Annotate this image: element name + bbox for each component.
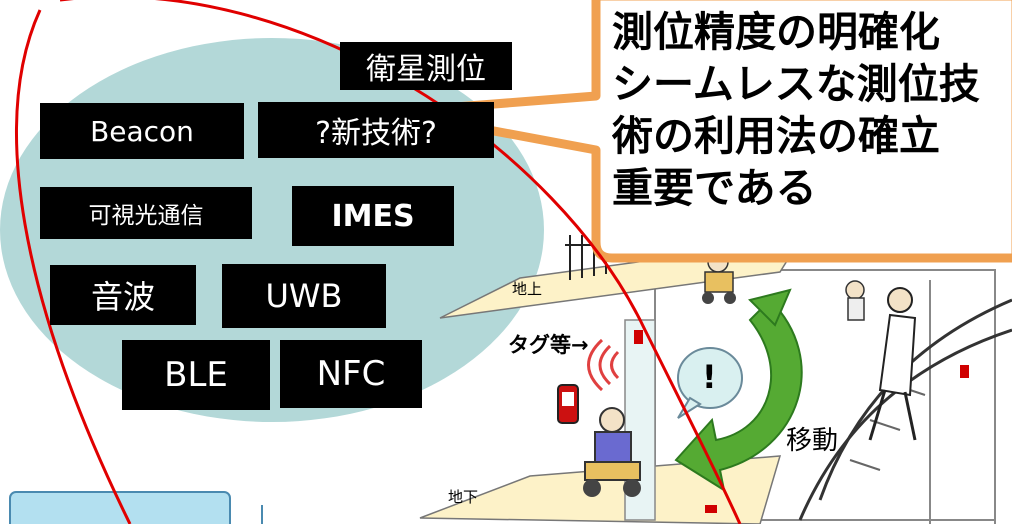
callout-line-3: 術の利用法の確立 [612, 112, 940, 160]
tech-imes: IMES [292, 186, 454, 246]
movement-label: 移動 [786, 426, 839, 456]
callout-text: 測位精度の明確化 シームレスな測位技 術の利用法の確立 重要である [612, 6, 1012, 214]
ground-label: 地上 [512, 280, 543, 298]
red-oval-outline-right [60, 0, 742, 524]
wheelchair-user-lower [557, 384, 641, 497]
tech-ble: BLE [122, 340, 270, 410]
tech-beacon: Beacon [40, 103, 244, 159]
callout-line-2: シームレスな測位技 [612, 60, 980, 108]
building-illustration [419, 235, 1012, 524]
signal-waves [587, 338, 620, 392]
exclamation-mark: ! [702, 358, 717, 396]
tech-new: ?新技術? [258, 102, 494, 158]
tech-nfc: NFC [280, 340, 422, 408]
underground-label: 地下 [448, 488, 479, 506]
bottom-box-left [9, 491, 231, 524]
tech-sound: 音波 [50, 265, 196, 325]
tech-visible-light: 可視光通信 [40, 187, 252, 239]
speech-bubble [677, 347, 743, 409]
red-oval-outline [15, 9, 132, 524]
tech-satellite: 衛星測位 [340, 42, 512, 90]
tag-label: タグ等→ [508, 329, 589, 359]
tech-uwb: UWB [222, 264, 386, 328]
tag-label-text: タグ等 [508, 333, 571, 357]
person-figure [868, 287, 917, 441]
tag-arrow-icon: → [571, 333, 589, 357]
callout-line-1: 測位精度の明確化 [612, 8, 940, 56]
callout-line-4: 重要である [612, 164, 817, 212]
